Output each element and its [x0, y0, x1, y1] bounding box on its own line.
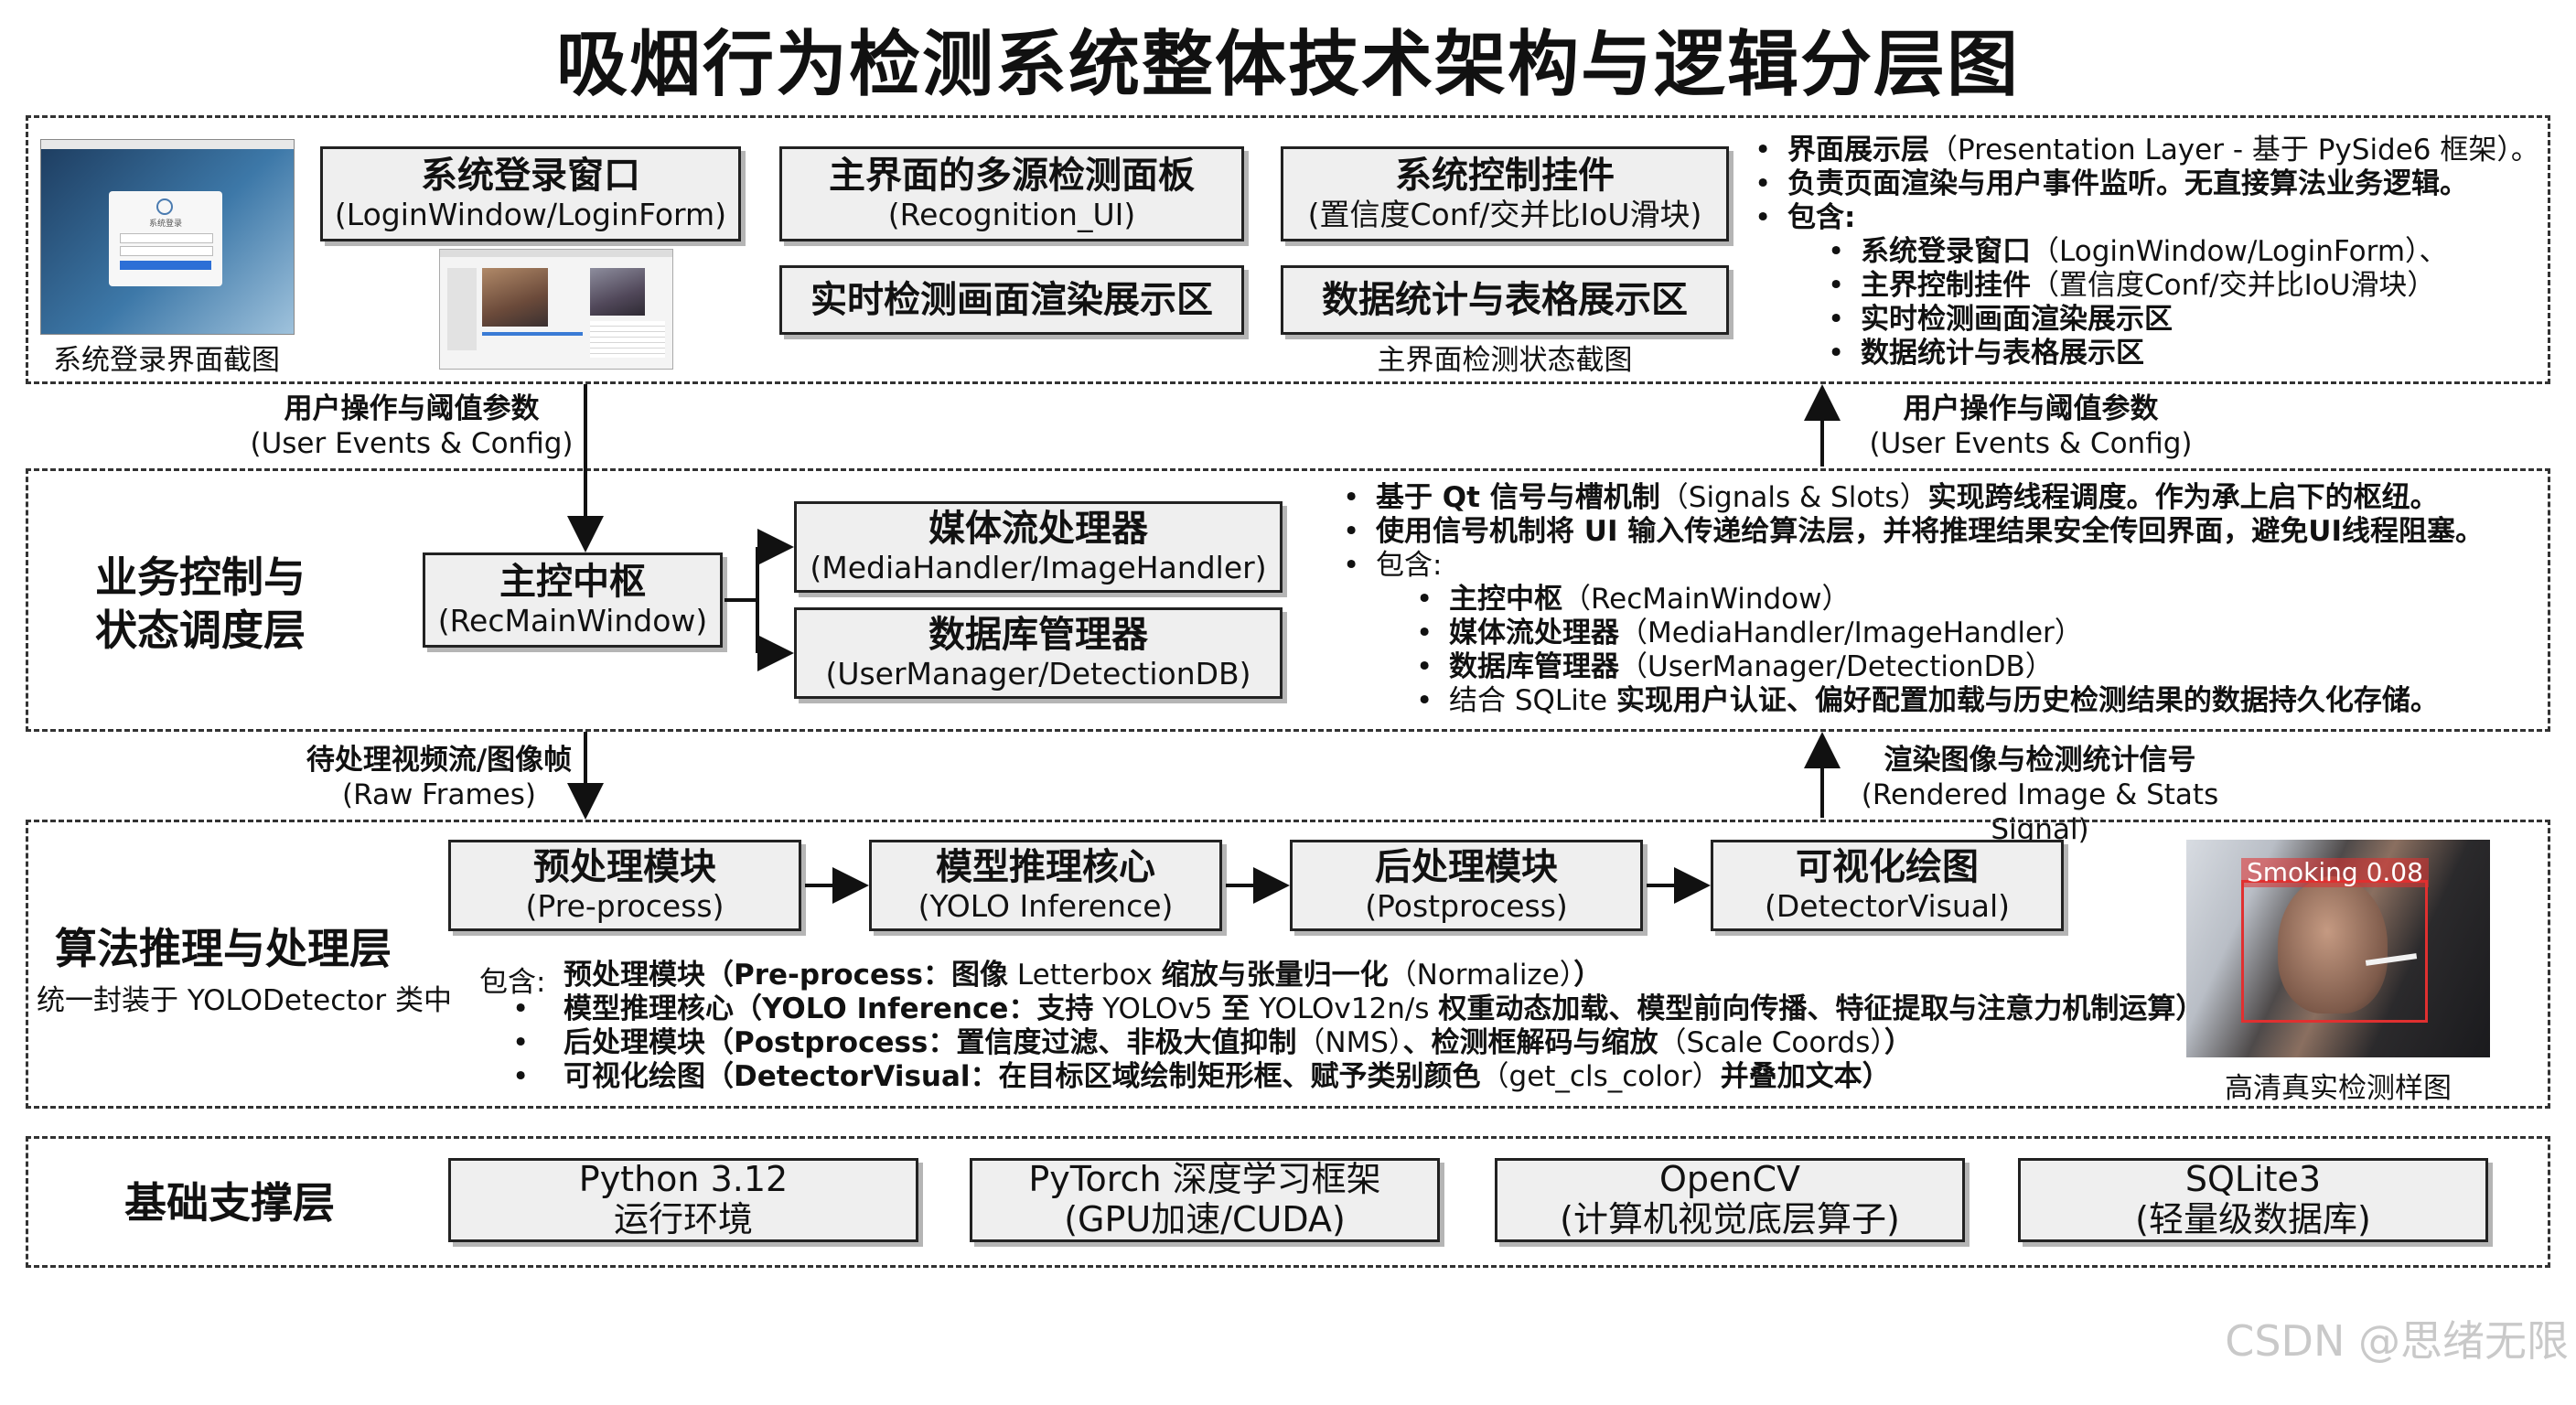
business-layer-name: 业务控制与 状态调度层	[95, 552, 306, 655]
algorithm-note: 模型推理核心（YOLO Inference：支持 YOLOv5 至 YOLOv1…	[505, 992, 2204, 1026]
business-notes: 基于 Qt 信号与槽机制（Signals & Slots）实现跨线程调度。作为承…	[1336, 481, 2484, 718]
opencv-box: OpenCV (计算机视觉底层算子)	[1495, 1158, 1965, 1242]
recognition-ui-subtitle: (Recognition_UI)	[887, 197, 1136, 233]
flow-label-user-events-down: 用户操作与阈值参数 (User Events & Config)	[250, 392, 574, 460]
opencv-line2: (计算机视觉底层算子)	[1560, 1199, 1900, 1239]
python-box: Python 3.12 运行环境	[448, 1158, 918, 1242]
business-note: 包含:	[1336, 549, 2484, 583]
python-line2: 运行环境	[613, 1199, 753, 1239]
main-ui-frame-2	[590, 268, 645, 316]
presentation-notes: 界面展示层（Presentation Layer - 基于 PySide6 框架…	[1747, 134, 2539, 370]
visual-module-subtitle: (DetectorVisual)	[1764, 888, 2011, 925]
rec-main-window-subtitle: (RecMainWindow)	[437, 603, 708, 639]
sqlite-line1: SQLite3	[2184, 1159, 2322, 1200]
media-handler-box: 媒体流处理器 (MediaHandler/ImageHandler)	[794, 501, 1283, 593]
inference-module-title: 模型推理核心	[936, 846, 1155, 889]
login-screenshot-caption: 系统登录界面截图	[53, 344, 280, 377]
login-card: 系统登录	[109, 191, 222, 286]
python-line1: Python 3.12	[578, 1159, 789, 1200]
database-manager-title: 数据库管理器	[928, 614, 1148, 657]
preprocess-module-title: 预处理模块	[533, 846, 716, 889]
user-icon	[156, 198, 173, 215]
main-ui-screenshot	[439, 249, 673, 370]
postprocess-module-box: 后处理模块 (Postprocess)	[1290, 840, 1643, 931]
rec-main-window-title: 主控中枢	[499, 561, 646, 604]
presentation-sub-note: 实时检测画面渲染展示区	[1747, 303, 2539, 337]
business-sub-note: 结合 SQLite 实现用户认证、偏好配置加载与历史检测结果的数据持久化存储。	[1336, 684, 2484, 718]
login-window-box: 系统登录窗口 (LoginWindow/LoginForm)	[320, 146, 741, 241]
opencv-line1: OpenCV	[1658, 1159, 1801, 1200]
detection-sample-image: Smoking 0.08	[2186, 840, 2490, 1057]
business-note: 使用信号机制将 UI 输入传递给算法层，并将推理结果安全传回界面，避免UI线程阻…	[1336, 515, 2484, 549]
control-widget-subtitle: (置信度Conf/交并比IoU滑块)	[1307, 197, 1702, 233]
login-screenshot-title: 系统登录	[148, 220, 182, 229]
presentation-layer	[26, 115, 2550, 384]
algorithm-layer-name: 算法推理与处理层	[55, 924, 392, 973]
foundation-layer	[26, 1136, 2550, 1268]
pytorch-box: PyTorch 深度学习框架 (GPU加速/CUDA)	[970, 1158, 1440, 1242]
control-widget-box: 系统控制挂件 (置信度Conf/交并比IoU滑块)	[1281, 146, 1729, 241]
pytorch-line1: PyTorch 深度学习框架	[1028, 1159, 1381, 1200]
business-sub-note: 主控中枢（RecMainWindow）	[1336, 583, 2484, 617]
foundation-layer-name: 基础支撑层	[124, 1178, 335, 1228]
login-screenshot: 系统登录	[40, 139, 295, 335]
preprocess-module-box: 预处理模块 (Pre-process)	[448, 840, 801, 931]
business-note: 基于 Qt 信号与槽机制（Signals & Slots）实现跨线程调度。作为承…	[1336, 481, 2484, 515]
preprocess-module-subtitle: (Pre-process)	[525, 888, 724, 925]
inference-module-subtitle: (YOLO Inference)	[918, 888, 1174, 925]
sqlite-box: SQLite3 (轻量级数据库)	[2018, 1158, 2488, 1242]
postprocess-module-subtitle: (Postprocess)	[1365, 888, 1568, 925]
presentation-note: 包含:	[1747, 201, 2539, 235]
flow-label-raw-frames: 待处理视频流/图像帧 (Raw Frames)	[306, 744, 573, 811]
login-window-title: 系统登录窗口	[421, 155, 640, 198]
render-area-box: 实时检测画面渲染展示区	[779, 265, 1244, 335]
sqlite-line2: (轻量级数据库)	[2135, 1199, 2371, 1239]
main-screenshot-caption: 主界面检测状态截图	[1377, 344, 1633, 377]
presentation-note: 负责页面渲染与用户事件监听。无直接算法业务逻辑。	[1747, 167, 2539, 201]
stats-table-title: 数据统计与表格展示区	[1322, 279, 1688, 321]
algorithm-note: 后处理模块（Postprocess：置信度过滤、非极大值抑制（NMS）、检测框解…	[505, 1026, 2204, 1060]
main-ui-frame-1	[482, 268, 548, 327]
presentation-sub-note: 数据统计与表格展示区	[1747, 337, 2539, 370]
database-manager-box: 数据库管理器 (UserManager/DetectionDB)	[794, 607, 1283, 699]
visual-module-title: 可视化绘图	[1796, 846, 1979, 889]
business-layer	[26, 468, 2550, 732]
flow-label-user-events-up: 用户操作与阈值参数 (User Events & Config)	[1869, 392, 2193, 460]
page-title: 吸烟行为检测系统整体技术架构与逻辑分层图	[555, 24, 2020, 106]
algorithm-notes: 预处理模块（Pre-process：图像 Letterbox 缩放与张量归一化（…	[505, 959, 2204, 1094]
business-sub-note: 数据库管理器（UserManager/DetectionDB）	[1336, 650, 2484, 684]
visual-module-box: 可视化绘图 (DetectorVisual)	[1711, 840, 2064, 931]
stats-table-box: 数据统计与表格展示区	[1281, 265, 1729, 335]
detection-label: Smoking 0.08	[2241, 858, 2429, 887]
database-manager-subtitle: (UserManager/DetectionDB)	[825, 656, 1251, 692]
login-window-subtitle: (LoginWindow/LoginForm)	[334, 197, 727, 233]
algorithm-layer-subname: 统一封装于 YOLODetector 类中	[37, 984, 452, 1017]
presentation-sub-note: 主界控制挂件（置信度Conf/交并比IoU滑块）	[1747, 269, 2539, 303]
rec-main-window-box: 主控中枢 (RecMainWindow)	[423, 552, 723, 648]
media-handler-title: 媒体流处理器	[928, 508, 1148, 551]
presentation-note: 界面展示层（Presentation Layer - 基于 PySide6 框架…	[1747, 134, 2539, 167]
recognition-ui-title: 主界面的多源检测面板	[829, 155, 1195, 198]
algorithm-note: 预处理模块（Pre-process：图像 Letterbox 缩放与张量归一化（…	[564, 959, 1603, 992]
presentation-sub-note: 系统登录窗口（LoginWindow/LoginForm）、	[1747, 235, 2539, 269]
algorithm-layer	[26, 820, 2550, 1109]
recognition-ui-box: 主界面的多源检测面板 (Recognition_UI)	[779, 146, 1244, 241]
render-area-title: 实时检测画面渲染展示区	[810, 279, 1213, 321]
detection-sample-caption: 高清真实检测样图	[2225, 1072, 2452, 1105]
algorithm-note: 可视化绘图（DetectorVisual：在目标区域绘制矩形框、赋予类别颜色（g…	[505, 1060, 2204, 1094]
postprocess-module-title: 后处理模块	[1375, 846, 1558, 889]
flow-label-rendered-image: 渲染图像与检测统计信号 (Rendered Image & Stats Sign…	[1861, 744, 2219, 846]
inference-module-box: 模型推理核心 (YOLO Inference)	[869, 840, 1222, 931]
business-sub-note: 媒体流处理器（MediaHandler/ImageHandler）	[1336, 617, 2484, 650]
pytorch-line2: (GPU加速/CUDA)	[1064, 1199, 1346, 1239]
control-widget-title: 系统控制挂件	[1395, 155, 1615, 198]
watermark: CSDN @思绪无限	[2225, 1316, 2569, 1366]
media-handler-subtitle: (MediaHandler/ImageHandler)	[810, 550, 1267, 586]
detected-person	[2278, 876, 2388, 1014]
